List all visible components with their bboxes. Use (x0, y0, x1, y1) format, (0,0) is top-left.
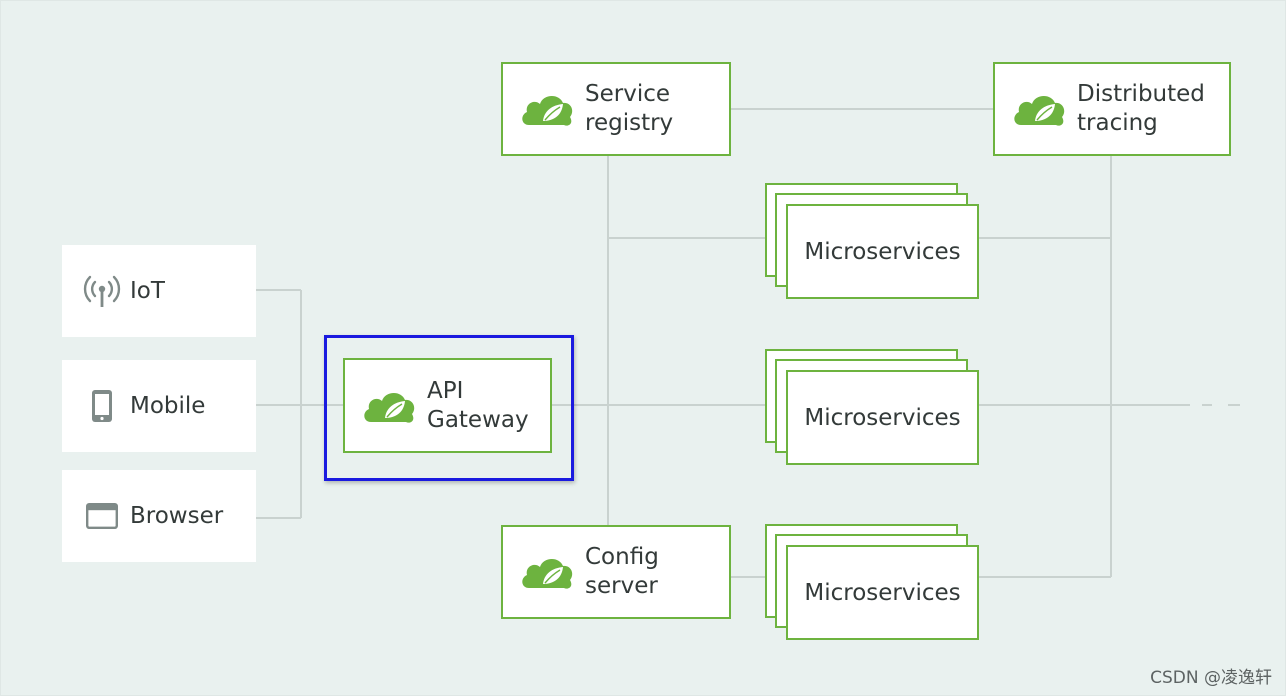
distributed-tracing-label-line2: tracing (1077, 110, 1158, 136)
service-registry-label-line1: Service (585, 81, 671, 107)
microservices-label: Microservices (804, 238, 961, 265)
config-server-box: Config server (501, 525, 731, 619)
service-registry-label-line2: registry (585, 110, 674, 136)
gateway-label-line1: API (427, 377, 464, 404)
client-label: IoT (130, 278, 165, 304)
microservices-label: Microservices (804, 579, 961, 606)
distributed-tracing-label: Distributed tracing (1077, 80, 1205, 138)
spring-leaf-icon (522, 558, 573, 589)
smartphone-icon (82, 386, 122, 426)
microservices-label: Microservices (804, 404, 961, 431)
distributed-tracing-box: Distributed tracing (993, 62, 1231, 156)
distributed-tracing-label-line1: Distributed (1077, 81, 1205, 107)
watermark: CSDN @凌逸轩 (1150, 668, 1272, 688)
spring-leaf-icon (522, 95, 573, 126)
gateway-label-line2: Gateway (427, 406, 529, 433)
stack-layer-front: Microservices (786, 204, 979, 299)
client-iot: IoT (62, 245, 256, 337)
config-server-label-line1: Config (585, 544, 659, 570)
client-label: Browser (130, 503, 224, 529)
stack-layer-front: Microservices (786, 370, 979, 465)
config-server-label-line2: server (585, 573, 658, 599)
gateway-label: API Gateway (427, 377, 529, 435)
stack-layer-front: Microservices (786, 545, 979, 640)
client-mobile: Mobile (62, 360, 256, 452)
client-browser: Browser (62, 470, 256, 562)
spring-leaf-icon (364, 392, 415, 423)
microservices-stack-middle: Microservices (765, 349, 979, 465)
service-registry-box: Service registry (501, 62, 731, 156)
antenna-icon (82, 271, 122, 311)
client-label: Mobile (130, 393, 206, 419)
service-registry-label: Service registry (585, 80, 673, 138)
microservices-stack-bottom: Microservices (765, 524, 979, 640)
api-gateway-box: API Gateway (343, 358, 552, 453)
browser-window-icon (82, 496, 122, 536)
microservices-stack-top: Microservices (765, 183, 979, 299)
gateway-highlight (324, 335, 574, 481)
config-server-label: Config server (585, 543, 659, 601)
spring-leaf-icon (1014, 95, 1065, 126)
